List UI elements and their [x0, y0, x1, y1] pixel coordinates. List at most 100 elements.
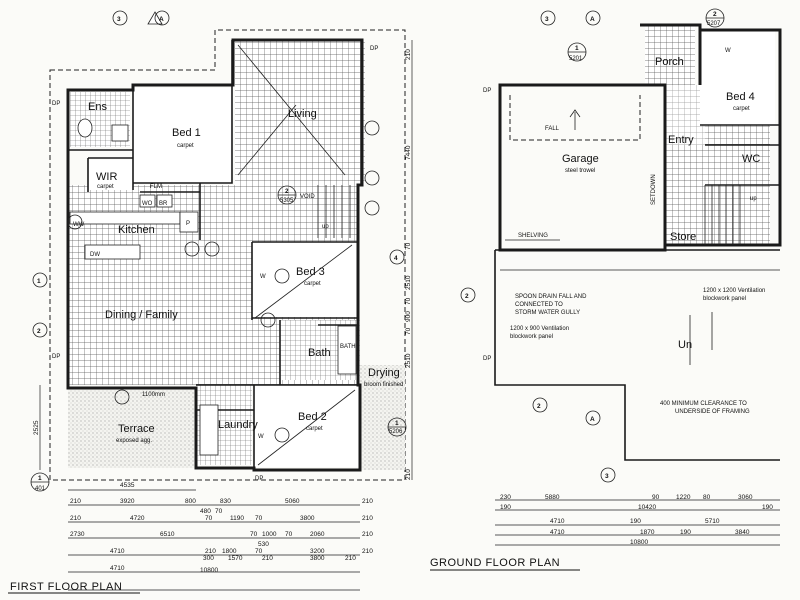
br-box [156, 194, 173, 208]
fall-arrow [569, 109, 581, 130]
dp-label-4: DP [255, 476, 263, 482]
garage-floor-label: steel trowel [565, 168, 595, 174]
bed4-floor-label: carpet [733, 106, 750, 112]
bed1-area [133, 88, 233, 183]
svg-text:10800: 10800 [200, 567, 218, 574]
dp-label-3: DP [52, 354, 60, 360]
svg-text:5710: 5710 [705, 518, 720, 525]
svg-text:1870: 1870 [640, 529, 655, 536]
svg-text:830: 830 [220, 498, 231, 505]
roof-outline [49, 29, 406, 481]
svg-text:1000: 1000 [262, 531, 277, 538]
svg-text:A: A [590, 416, 595, 423]
bed2-area [254, 385, 359, 467]
bed2-floor-label: carpet [306, 426, 323, 432]
bed3-diagonal [254, 244, 353, 319]
svg-text:210: 210 [405, 49, 412, 60]
ground-internal-walls [700, 124, 780, 186]
svg-text:210: 210 [345, 555, 356, 562]
svg-text:70: 70 [255, 515, 263, 522]
ground-section-markers: 3 A 1 5201 2 5207 2 2 A 3 [460, 8, 725, 483]
svg-text:3800: 3800 [300, 515, 315, 522]
bed1-floor-label: carpet [177, 143, 194, 149]
svg-text:190: 190 [762, 504, 773, 511]
svg-text:210: 210 [362, 498, 373, 505]
svg-text:2: 2 [37, 328, 41, 335]
laundry-bench [199, 404, 219, 456]
svg-text:5207: 5207 [707, 21, 721, 27]
bed1-label: Bed 1 [172, 127, 201, 139]
svg-text:5880: 5880 [545, 494, 560, 501]
dp-label-1: DP [52, 101, 60, 107]
svg-text:530: 530 [258, 541, 269, 548]
svg-text:70: 70 [255, 548, 263, 555]
shelving-label: SHELVING [518, 233, 548, 239]
svg-text:1800: 1800 [222, 548, 237, 555]
svg-text:2: 2 [537, 403, 541, 410]
svg-text:A: A [590, 16, 595, 23]
svg-text:5201: 5201 [569, 56, 583, 62]
svg-text:2730: 2730 [70, 531, 85, 538]
section-markers: 3 A 2 5305 1 5206 1 2 4 1 401 [30, 10, 407, 492]
terrace-floor [68, 388, 196, 468]
terrace-floor-label: exposed agg. [116, 438, 152, 444]
first-floor-plan: Ens Bed 1 carpet Living WIR carpet FLM W… [8, 10, 413, 594]
drying-floor [360, 365, 405, 470]
svg-text:70: 70 [205, 515, 213, 522]
bath-tub-label: BATH [340, 344, 356, 350]
porch-label: Porch [655, 56, 684, 68]
svg-text:5305: 5305 [280, 198, 294, 204]
bed2-diagonal [257, 389, 356, 466]
bed3-floor-label: carpet [304, 281, 321, 287]
entry-label: Entry [668, 134, 694, 146]
vent2-note-1: 1200 x 900 Ventilation [510, 326, 569, 332]
wir-label: WIR [96, 171, 117, 183]
svg-text:5060: 5060 [285, 498, 300, 505]
svg-text:3920: 3920 [120, 498, 135, 505]
pantry-dim-label: 1100mm [142, 392, 165, 398]
svg-text:4720: 4720 [130, 515, 145, 522]
clearance-note-1: 400 MINIMUM CLEARANCE TO [660, 401, 747, 407]
pantry-label: P [186, 221, 190, 227]
subfloor-outline [494, 249, 780, 461]
bed4-robe-label: W [725, 48, 731, 54]
svg-text:210: 210 [405, 469, 412, 480]
svg-text:1570: 1570 [228, 555, 243, 562]
svg-text:4710: 4710 [550, 518, 565, 525]
ground-stair-treads [704, 185, 741, 245]
dw-label: DW [90, 252, 100, 258]
svg-text:2: 2 [465, 293, 469, 300]
svg-text:5206: 5206 [389, 429, 403, 435]
drying-floor-label: broom finished [364, 382, 403, 388]
svg-text:2510: 2510 [405, 275, 412, 290]
laundry-label: Laundry [218, 419, 258, 431]
ground-dimension-strings: 230 5880 90 1220 80 3060 190 10420 190 4… [495, 494, 780, 546]
bed3-label: Bed 3 [296, 266, 325, 278]
bath-tub [337, 325, 357, 375]
wo-label: WO [142, 201, 153, 207]
ensuite-toilet [77, 118, 93, 138]
svg-text:300: 300 [203, 555, 214, 562]
svg-text:230: 230 [500, 494, 511, 501]
entry-walls [640, 23, 782, 247]
ens-label: Ens [88, 101, 107, 113]
underfloor-label: Un [678, 339, 692, 351]
svg-text:3840: 3840 [735, 529, 750, 536]
svg-text:1: 1 [38, 475, 42, 482]
vent1-note-1: 1200 x 1200 Ventilation [703, 288, 765, 294]
vent2-note-2: blockwork panel [510, 334, 553, 340]
svg-text:4535: 4535 [120, 482, 135, 489]
svg-text:3060: 3060 [738, 494, 753, 501]
svg-text:190: 190 [630, 518, 641, 525]
wo-box [139, 194, 156, 208]
svg-text:210: 210 [362, 531, 373, 538]
drain-note-3: STORM WATER GULLY [515, 310, 580, 316]
svg-text:3800: 3800 [310, 555, 325, 562]
svg-text:480: 480 [200, 508, 211, 515]
drying-label: Drying [368, 367, 400, 379]
pantry-box [179, 211, 199, 233]
svg-text:1: 1 [575, 45, 579, 52]
setdown-label: SETDOWN [651, 174, 657, 205]
svg-text:190: 190 [680, 529, 691, 536]
ground-floor-title: GROUND FLOOR PLAN [430, 557, 560, 569]
